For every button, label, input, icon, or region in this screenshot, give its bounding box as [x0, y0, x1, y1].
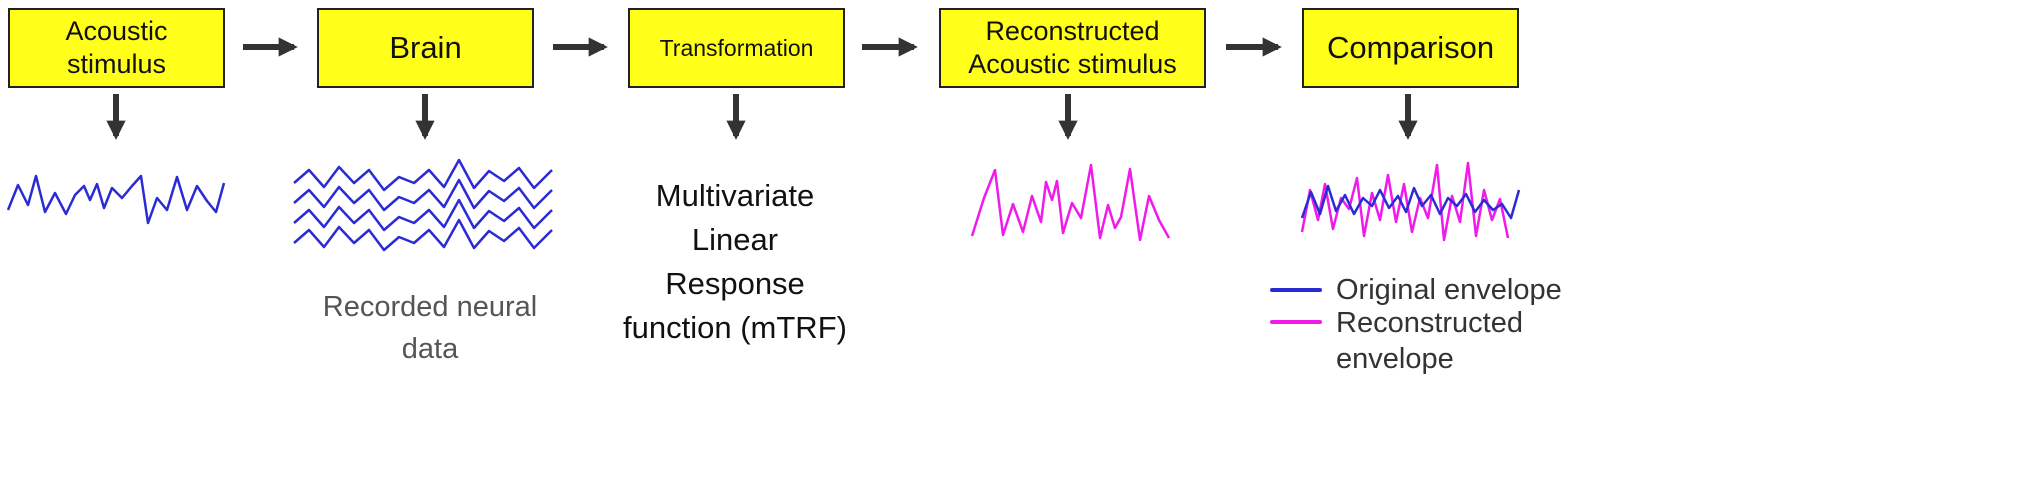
transformation-label: Transformation	[659, 34, 814, 61]
brain-label: Brain	[389, 30, 462, 66]
reconstructed-waveform	[970, 163, 1171, 242]
comparison-box: Comparison	[1302, 8, 1519, 88]
comparison-original-waveform	[1300, 184, 1521, 220]
acoustic-stimulus-box: Acoustic stimulus	[8, 8, 225, 88]
legend-reconstructed-label: Reconstructed envelope	[1336, 307, 1523, 376]
acoustic-stimulus-waveform	[6, 174, 226, 225]
transformation-description: Multivariate Linear Response function (m…	[623, 178, 847, 346]
legend-reconstructed-swatch	[1270, 320, 1322, 324]
legend-original-label: Original envelope	[1336, 274, 1562, 306]
acoustic-stimulus-label: Acoustic stimulus	[65, 16, 168, 79]
reconstructed-stimulus-label: Reconstructed Acoustic stimulus	[968, 16, 1177, 79]
brain-box: Brain	[317, 8, 534, 88]
comparison-reconstructed-waveform	[1300, 161, 1510, 242]
neural-trace	[293, 178, 553, 212]
legend-original-swatch	[1270, 288, 1322, 292]
comparison-label: Comparison	[1326, 30, 1495, 66]
neural-trace	[293, 218, 553, 252]
transformation-box: Transformation	[628, 8, 845, 88]
neural-trace	[293, 158, 553, 192]
brain-caption: Recorded neural data	[322, 291, 538, 366]
neural-trace	[293, 198, 553, 232]
reconstructed-stimulus-box: Reconstructed Acoustic stimulus	[939, 8, 1206, 88]
